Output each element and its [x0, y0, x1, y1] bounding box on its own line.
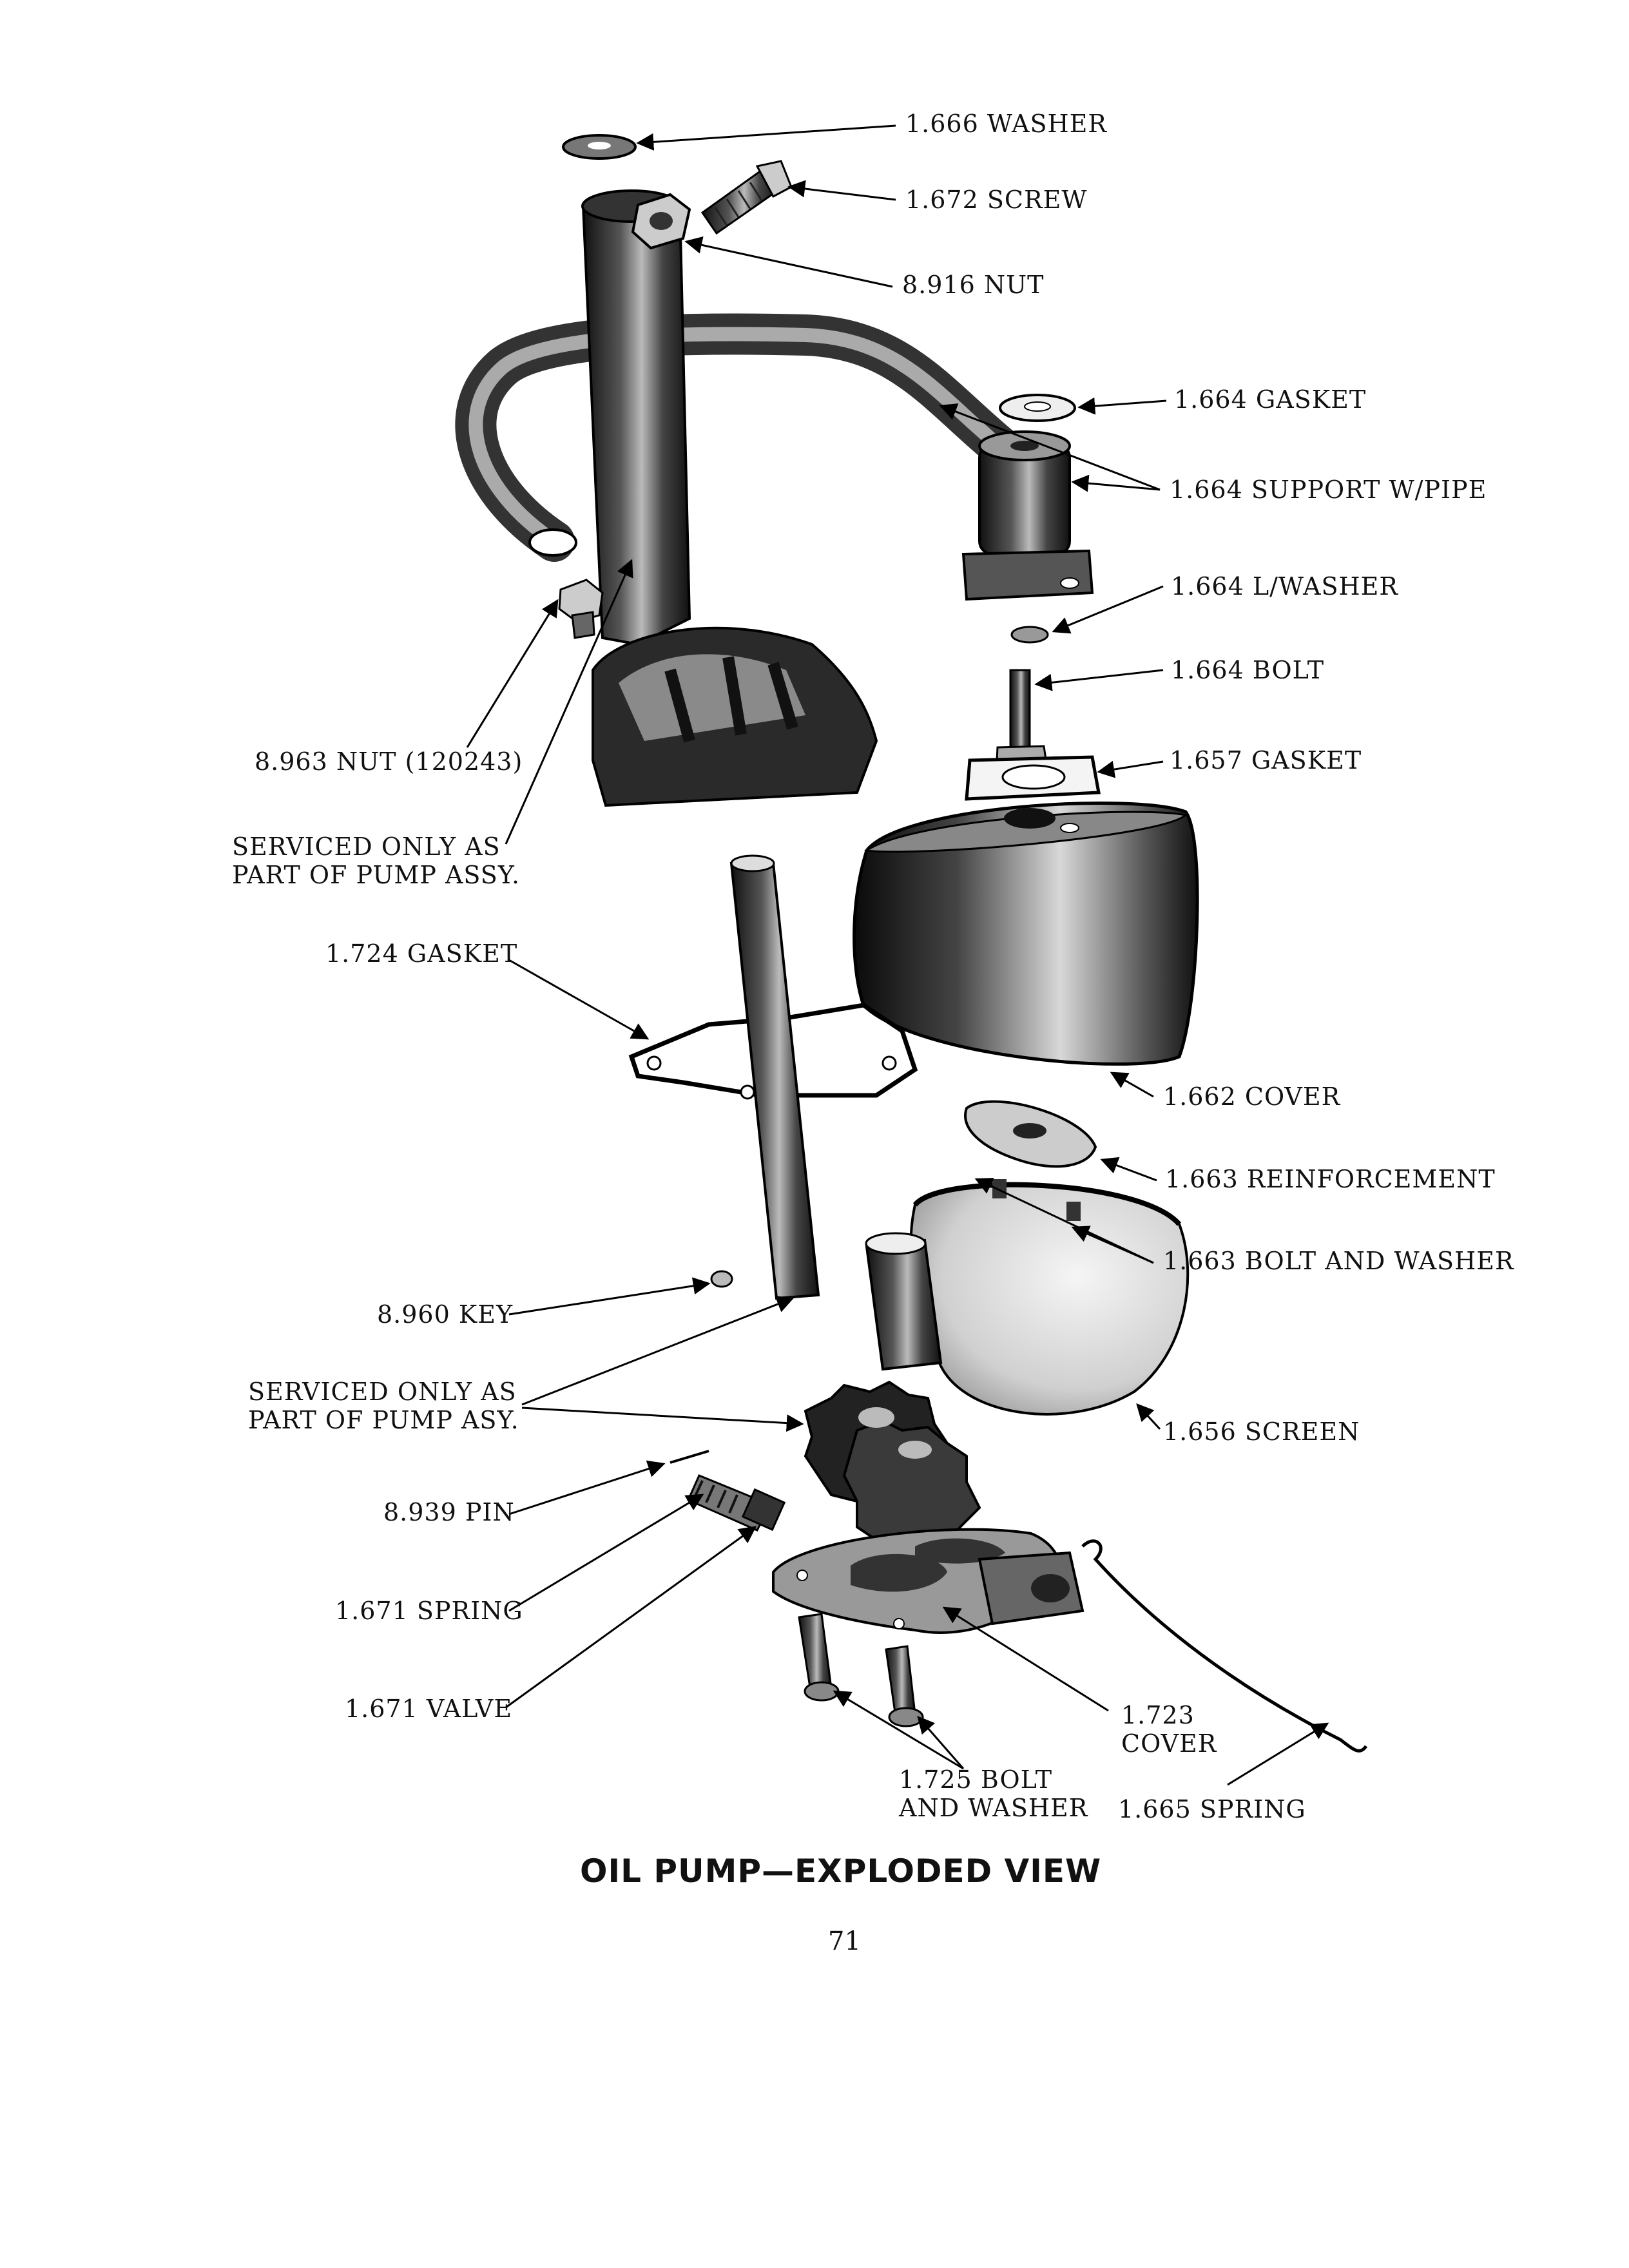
label-spring-1671: 1.671 SPRING [335, 1597, 523, 1625]
pump-gears-part [804, 1380, 981, 1561]
label-gasket-1724: 1.724 GASKET [325, 939, 518, 968]
nut-8963-part [558, 579, 604, 639]
page-number: 71 [828, 1927, 861, 1956]
bolts-1725-part [798, 1613, 924, 1727]
label-pin-8939: 8.939 PIN [383, 1498, 515, 1526]
label-bolt-washer-1725: 1.725 BOLT AND WASHER [899, 1765, 1088, 1822]
label-serviced-mid-line2: PART OF PUMP ASY. [248, 1406, 519, 1434]
label-reinforcement-1663: 1.663 REINFORCEMENT [1165, 1165, 1496, 1193]
figure-title: OIL PUMP—EXPLODED VIEW [580, 1852, 1102, 1890]
lwasher-1664-part [1010, 626, 1049, 644]
screw-1672-part [700, 160, 793, 235]
cover-1723-part [772, 1528, 1084, 1634]
label-serviced-top: SERVICED ONLY AS PART OF PUMP ASSY. [232, 832, 520, 889]
reinforcement-1663-part [964, 1100, 1097, 1168]
label-gasket-1657: 1.657 GASKET [1170, 746, 1362, 774]
label-spring-1665: 1.665 SPRING [1118, 1795, 1306, 1823]
label-screen-1656: 1.656 SCREEN [1163, 1418, 1360, 1446]
label-bolt-washer-1663: 1.663 BOLT AND WASHER [1163, 1247, 1514, 1275]
label-serviced-mid-line1: SERVICED ONLY AS [248, 1378, 517, 1406]
spring-1665-part [1081, 1539, 1368, 1753]
label-serviced-mid: SERVICED ONLY AS PART OF PUMP ASY. [248, 1378, 519, 1434]
label-bolt-1725-line1: 1.725 BOLT [899, 1765, 1053, 1794]
support-1664-part [961, 430, 1094, 601]
label-screw-1672: 1.672 SCREW [905, 186, 1088, 214]
pump-body-part [581, 189, 878, 807]
label-valve-1671: 1.671 VALVE [345, 1695, 513, 1723]
pump-sleeve-part [865, 1232, 943, 1371]
label-cover-1723: 1.723 COVER [1121, 1701, 1217, 1758]
label-lwasher-1664: 1.664 L/WASHER [1171, 572, 1399, 601]
pump-shaft-part [729, 854, 820, 1300]
leader-lines [466, 124, 1329, 1786]
pickup-pipe-part [455, 313, 1026, 562]
label-cover-1662: 1.662 COVER [1163, 1082, 1341, 1111]
label-nut-8916: 8.916 NUT [902, 271, 1045, 299]
cover-1662-part [853, 802, 1199, 1066]
label-gasket-1664: 1.664 GASKET [1174, 385, 1367, 414]
label-cover-1723-line1: 1.723 [1121, 1701, 1195, 1729]
label-cover-1723-line2: COVER [1121, 1729, 1217, 1758]
gasket-1657-part [965, 755, 1101, 801]
gasket-1664-part [999, 394, 1076, 422]
pin-8939-part [670, 1450, 709, 1464]
label-bolt-1725-line2: AND WASHER [899, 1794, 1088, 1822]
label-nut-8963: 8.963 NUT (120243) [255, 747, 523, 776]
label-serviced-top-line2: PART OF PUMP ASSY. [232, 861, 521, 889]
label-key-8960: 8.960 KEY [377, 1300, 514, 1329]
label-serviced-top-line1: SERVICED ONLY AS [232, 832, 501, 861]
label-washer-1666: 1.666 WASHER [905, 110, 1107, 138]
label-bolt-1664: 1.664 BOLT [1171, 656, 1325, 684]
spring-valve-1671-part [687, 1474, 786, 1532]
washer-1666-part [562, 134, 637, 160]
key-8960-part [710, 1270, 733, 1288]
label-support-1664: 1.664 SUPPORT W/PIPE [1170, 476, 1487, 504]
